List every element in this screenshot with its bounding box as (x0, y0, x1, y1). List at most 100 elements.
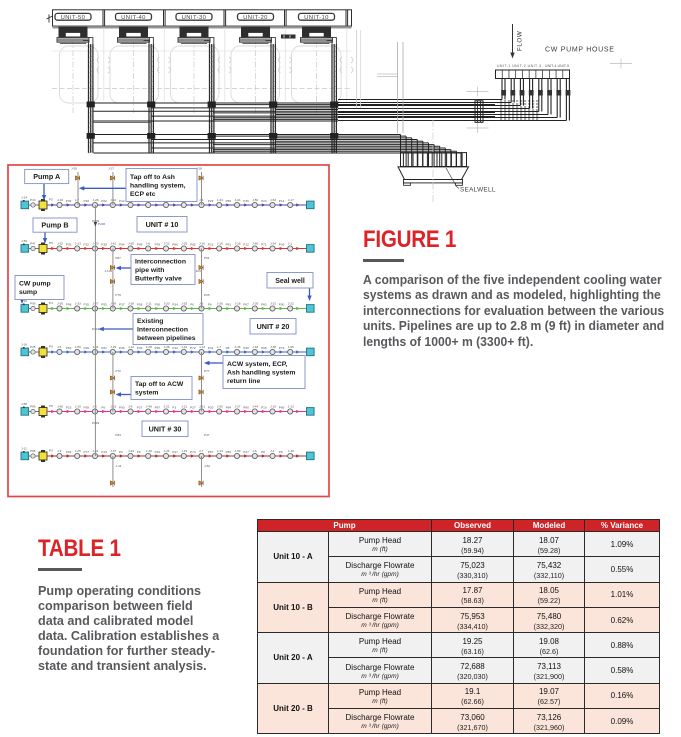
svg-text:P96: P96 (155, 346, 161, 350)
svg-text:J-7: J-7 (75, 198, 80, 202)
svg-text:ACW system, ECP,: ACW system, ECP, (227, 361, 287, 368)
svg-text:sump: sump (19, 289, 37, 296)
svg-text:UNIT-40: UNIT-40 (121, 15, 146, 21)
svg-text:J-22: J-22 (164, 241, 170, 245)
svg-text:J-17: J-17 (288, 198, 294, 202)
svg-text:P59: P59 (84, 405, 90, 409)
svg-text:Butterfly valve: Butterfly valve (135, 276, 182, 283)
svg-text:P74: P74 (190, 450, 196, 454)
svg-text:J-11: J-11 (21, 447, 27, 451)
svg-text:UNIT-30: UNIT-30 (182, 15, 207, 21)
svg-text:P65: P65 (190, 242, 196, 246)
svg-text:P5: P5 (49, 241, 53, 245)
svg-text:J-16: J-16 (21, 343, 27, 347)
svg-text:J-6: J-6 (128, 404, 133, 408)
svg-text:P35: P35 (66, 242, 72, 246)
svg-text:J-1: J-1 (288, 241, 293, 245)
svg-text:P37: P37 (119, 302, 125, 306)
svg-text:P23: P23 (66, 405, 72, 409)
svg-text:P55: P55 (226, 450, 232, 454)
svg-text:J-53: J-53 (181, 301, 187, 305)
svg-text:P37: P37 (137, 405, 143, 409)
svg-text:P27: P27 (243, 450, 249, 454)
svg-text:J-38: J-38 (164, 345, 170, 349)
svg-text:P84: P84 (115, 433, 121, 437)
svg-text:J-55: J-55 (128, 241, 134, 245)
svg-text:J-24: J-24 (235, 198, 241, 202)
svg-text:UNIT # 20: UNIT # 20 (257, 322, 290, 331)
svg-text:P39: P39 (66, 199, 72, 203)
svg-text:J-41: J-41 (181, 345, 187, 349)
svg-text:J-19: J-19 (181, 449, 187, 453)
svg-text:P23: P23 (261, 199, 267, 203)
svg-text:P14: P14 (279, 199, 285, 203)
svg-text:P42: P42 (208, 346, 214, 350)
svg-text:P33: P33 (66, 450, 72, 454)
svg-text:J-7: J-7 (199, 449, 204, 453)
svg-text:P8: P8 (261, 450, 265, 454)
svg-text:P42: P42 (172, 346, 178, 350)
svg-text:Tap off to ACW: Tap off to ACW (135, 381, 184, 388)
svg-text:UNIT # 10: UNIT # 10 (146, 220, 179, 229)
svg-text:UNIT # 30: UNIT # 30 (149, 424, 182, 433)
svg-text:system: system (135, 390, 158, 397)
svg-text:P47: P47 (30, 241, 36, 245)
svg-text:P72: P72 (190, 346, 196, 350)
svg-text:P22: P22 (84, 242, 90, 246)
svg-text:J-34: J-34 (217, 198, 223, 202)
svg-text:P79: P79 (115, 293, 121, 297)
svg-text:J-50: J-50 (252, 198, 258, 202)
svg-text:P53: P53 (66, 346, 72, 350)
svg-text:P98: P98 (66, 302, 72, 306)
svg-text:J-54: J-54 (270, 241, 276, 245)
svg-text:J-12: J-12 (128, 345, 134, 349)
svg-text:P93: P93 (84, 199, 90, 203)
svg-text:Seal well: Seal well (275, 278, 305, 285)
svg-text:P90: P90 (119, 405, 125, 409)
svg-text:P81: P81 (101, 346, 107, 350)
svg-text:UNIT-4 UNIT-5: UNIT-4 UNIT-5 (545, 64, 569, 68)
svg-text:P13: P13 (30, 198, 36, 202)
svg-text:J-18: J-18 (235, 241, 241, 245)
svg-text:P2: P2 (119, 450, 123, 454)
svg-text:J-38: J-38 (270, 345, 276, 349)
svg-text:CW PUMP HOUSE: CW PUMP HOUSE (545, 47, 615, 54)
svg-text:J-25: J-25 (181, 241, 187, 245)
svg-text:J-52: J-52 (57, 241, 63, 245)
svg-text:P3: P3 (49, 449, 53, 453)
svg-text:P4: P4 (49, 301, 53, 305)
svg-text:J-33: J-33 (75, 301, 81, 305)
svg-text:P25: P25 (30, 345, 36, 349)
svg-text:P5: P5 (49, 404, 53, 408)
svg-text:P6: P6 (208, 302, 212, 306)
svg-text:J-26: J-26 (93, 198, 99, 202)
svg-text:J-24: J-24 (164, 449, 170, 453)
svg-text:J-31: J-31 (270, 301, 276, 305)
svg-text:J-18: J-18 (235, 301, 241, 305)
svg-text:J-59: J-59 (235, 449, 241, 453)
svg-text:J-53: J-53 (270, 198, 276, 202)
svg-text:P37: P37 (190, 405, 196, 409)
svg-text:P39: P39 (279, 242, 285, 246)
svg-text:J-55: J-55 (57, 301, 63, 305)
svg-text:J-30: J-30 (146, 449, 152, 453)
svg-text:J-41: J-41 (110, 241, 116, 245)
svg-text:Pump B: Pump B (41, 221, 68, 230)
svg-text:J-19: J-19 (75, 404, 81, 408)
svg-text:Interconnection: Interconnection (137, 326, 188, 333)
svg-text:P22: P22 (155, 450, 161, 454)
svg-text:P61: P61 (226, 242, 232, 246)
svg-text:J-104: J-104 (193, 269, 201, 273)
svg-text:J-41: J-41 (115, 464, 121, 468)
svg-text:J-16: J-16 (199, 241, 205, 245)
svg-text:J-28: J-28 (196, 167, 202, 171)
svg-text:J-22: J-22 (288, 301, 294, 305)
svg-text:P34: P34 (172, 302, 178, 306)
svg-text:P62: P62 (101, 199, 107, 203)
svg-text:J-25: J-25 (75, 449, 81, 453)
svg-text:P229: P229 (92, 421, 100, 425)
svg-text:J-9: J-9 (57, 449, 62, 453)
svg-text:P30: P30 (243, 346, 249, 350)
svg-text:J-60: J-60 (57, 404, 63, 408)
svg-text:P10: P10 (261, 405, 267, 409)
